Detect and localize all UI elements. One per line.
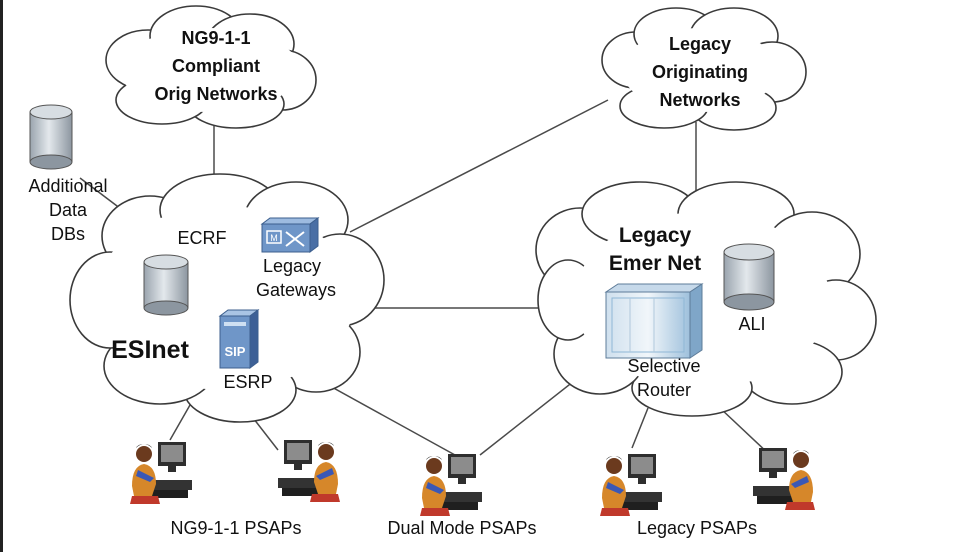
ali-label: ALI xyxy=(738,314,765,334)
ng-orig-line1: NG9-1-1 xyxy=(181,28,250,48)
additional-data-line1: Additional xyxy=(28,176,107,196)
legacy-orig-line3: Networks xyxy=(659,90,740,110)
svg-text:SIP: SIP xyxy=(225,344,246,359)
legacy-orig-networks-cloud: Legacy Originating Networks xyxy=(601,7,807,131)
legacy-emer-line2: Emer Net xyxy=(609,252,701,275)
legacy-emer-net-cloud: Legacy Emer Net xyxy=(535,181,877,417)
additional-data-line3: DBs xyxy=(51,224,85,244)
database-icon xyxy=(723,243,775,311)
gateway-icon: M xyxy=(260,217,320,253)
ng911-psap-group: NG9-1-1 PSAPs xyxy=(130,440,340,538)
ng-orig-line2: Compliant xyxy=(172,56,260,76)
legacy-emer-line1: Legacy xyxy=(619,224,692,247)
esinet-label: ESInet xyxy=(111,336,189,364)
selective-router: Selective Router xyxy=(604,283,704,400)
database-icon xyxy=(29,104,73,170)
database-icon xyxy=(143,254,189,316)
ecrf-label: ECRF xyxy=(178,228,227,248)
legacy-gateways-line2: Gateways xyxy=(256,280,336,300)
ng911-orig-networks-cloud: NG9-1-1 Compliant Orig Networks xyxy=(105,5,317,129)
dispatcher-icon xyxy=(278,440,340,502)
selective-router-line2: Router xyxy=(637,380,691,400)
svg-text:M: M xyxy=(270,233,278,243)
legacy-gateways-line1: Legacy xyxy=(263,256,321,276)
additional-data-dbs: Additional Data DBs xyxy=(28,104,108,244)
legacy-psap-group: Legacy PSAPs xyxy=(600,448,815,538)
ng911-psaps-label: NG9-1-1 PSAPs xyxy=(170,518,301,538)
legacy-orig-line1: Legacy xyxy=(669,34,731,54)
legacy-orig-line2: Originating xyxy=(652,62,748,82)
dispatcher-icon xyxy=(600,454,662,516)
dual-mode-psap-group: Dual Mode PSAPs xyxy=(387,454,537,538)
selective-router-icon xyxy=(604,283,704,359)
dispatcher-icon xyxy=(420,454,482,516)
dual-psaps-label: Dual Mode PSAPs xyxy=(387,518,536,538)
selective-router-line1: Selective xyxy=(627,356,700,376)
additional-data-line2: Data xyxy=(49,200,88,220)
dispatcher-icon xyxy=(130,442,192,504)
esrp-label: ESRP xyxy=(223,372,272,392)
ali: ALI xyxy=(723,243,775,334)
dispatcher-icon xyxy=(753,448,815,510)
legacy-gateways: M Legacy Gateways xyxy=(256,217,336,300)
legacy-psaps-label: Legacy PSAPs xyxy=(637,518,757,538)
esrp: SIP ESRP xyxy=(218,309,273,392)
left-border xyxy=(0,0,3,552)
ecrf: ECRF xyxy=(143,228,227,316)
ng-orig-line3: Orig Networks xyxy=(154,84,277,104)
esrp-server-icon: SIP xyxy=(218,309,260,369)
